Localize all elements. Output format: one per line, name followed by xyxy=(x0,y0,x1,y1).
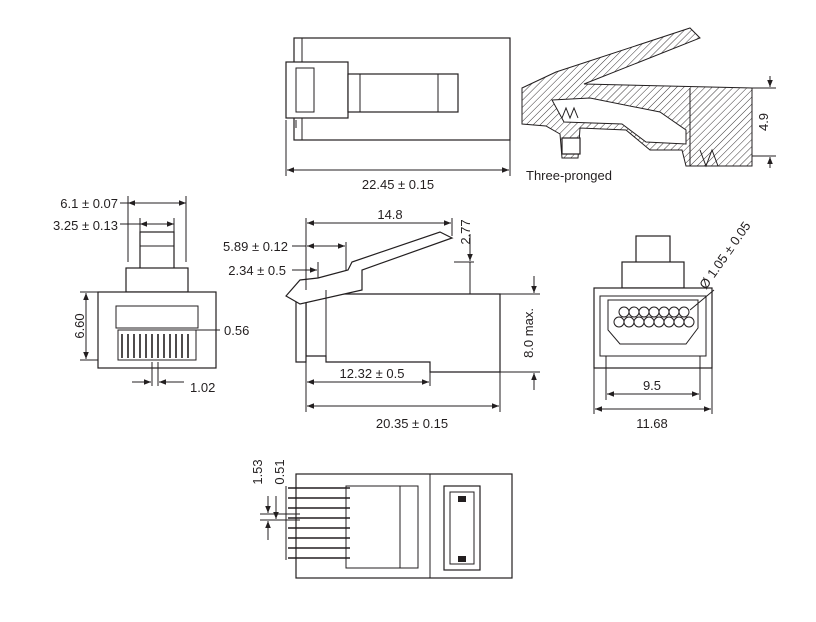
section-height-label: 4.9 xyxy=(756,113,771,131)
rear-width-label: 11.68 xyxy=(636,416,668,431)
bottom-contact-label: 0.51 xyxy=(272,459,287,484)
side-cavity-length-label: 12.32 ± 0.5 xyxy=(340,366,405,381)
section-view: 4.9 Three-pronged xyxy=(521,27,776,183)
bottom-contacts xyxy=(285,486,350,560)
side-latch-length-label: 14.8 xyxy=(377,207,402,222)
rear-body xyxy=(593,287,713,369)
three-prong-contact xyxy=(561,106,579,120)
prong-note: Three-pronged xyxy=(526,168,612,183)
side-view: 14.8 5.89 ± 0.12 2.77 2.34 ± 0.5 8.0 max… xyxy=(223,207,540,431)
front-latch-width-label: 3.25 ± 0.13 xyxy=(53,218,118,233)
top-length-label: 22.45 ± 0.15 xyxy=(362,177,434,192)
contact-width-label: 0.56 xyxy=(224,323,249,338)
top-view: 22.45 ± 0.15 xyxy=(285,37,511,192)
rear-view: Ø 1.05 ± 0.05 9.5 11.68 xyxy=(593,219,754,431)
side-max-height-label: 8.0 max. xyxy=(521,308,536,358)
side-length-label: 20.35 ± 0.15 xyxy=(376,416,448,431)
top-view-latch xyxy=(347,73,459,113)
front-latch xyxy=(139,231,175,273)
section-body xyxy=(521,27,753,167)
side-latch-height-label: 2.77 xyxy=(458,219,473,244)
front-contacts xyxy=(117,329,197,361)
rear-inner-width-label: 9.5 xyxy=(643,378,661,393)
bottom-pitch-label: 1.53 xyxy=(250,459,265,484)
rear-hole-diameter-label: Ø 1.05 ± 0.05 xyxy=(696,219,753,292)
top-view-latch-base xyxy=(285,61,349,119)
front-width-label: 6.1 ± 0.07 xyxy=(60,196,118,211)
side-step-label: 2.34 ± 0.5 xyxy=(228,263,286,278)
front-view: 6.1 ± 0.07 3.25 ± 0.13 6.60 0.56 1.02 xyxy=(53,196,249,395)
front-height-label: 6.60 xyxy=(72,313,87,338)
section-cavity xyxy=(551,97,687,145)
contact-pitch-label: 1.02 xyxy=(190,380,215,395)
rear-wire-holes xyxy=(613,306,695,328)
side-latch xyxy=(285,231,454,305)
side-body xyxy=(305,293,501,373)
side-latch-offset-label: 5.89 ± 0.12 xyxy=(223,239,288,254)
bottom-view: 1.53 0.51 xyxy=(250,459,513,579)
